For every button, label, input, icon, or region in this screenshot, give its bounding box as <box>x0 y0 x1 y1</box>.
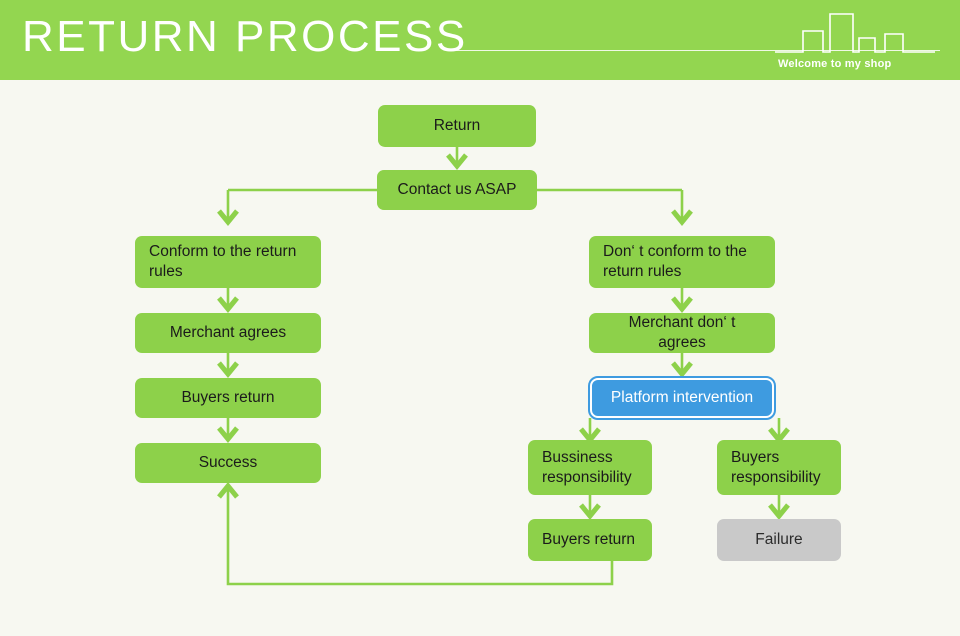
arrowhead-loop-success <box>217 482 239 499</box>
arrowhead-buyersret-r <box>579 503 601 520</box>
arrowhead-merchdisagree <box>671 296 693 313</box>
node-buyers-responsibility[interactable]: Buyers responsibility <box>717 440 841 495</box>
node-failure[interactable]: Failure <box>717 519 841 561</box>
arrowhead-success <box>217 426 239 443</box>
arrowhead-busresp <box>579 427 601 444</box>
page-title: RETURN PROCESS <box>22 12 468 61</box>
header-divider-line <box>450 50 940 51</box>
node-contact-us-asap[interactable]: Contact us ASAP <box>377 170 537 210</box>
node-failure-label: Failure <box>755 531 803 548</box>
node-conform-to-return-rules-label: Conform to the return rules <box>149 243 297 280</box>
node-return[interactable]: Return <box>378 105 536 147</box>
node-merchant-dont-agrees[interactable]: Merchant don‘ t agrees <box>589 313 775 353</box>
node-return-label: Return <box>433 117 481 134</box>
header-tagline: Welcome to my shop <box>778 58 892 70</box>
node-conform-to-return-rules[interactable]: Conform to the return rules <box>135 236 321 288</box>
node-success[interactable]: Success <box>135 443 321 483</box>
arrowhead-buyerresp <box>768 427 790 444</box>
node-platform-intervention[interactable]: Platform intervention <box>588 376 776 420</box>
node-dont-conform-to-return-rules[interactable]: Don‘ t conform to the return rules <box>589 236 775 288</box>
node-buyers-return-left-label: Buyers return <box>181 389 275 406</box>
node-contact-us-asap-label: Contact us ASAP <box>397 181 517 198</box>
node-merchant-dont-agrees-label: Merchant don‘ t agrees <box>628 314 736 351</box>
node-buyers-return-left[interactable]: Buyers return <box>135 378 321 418</box>
node-buyers-return-right-label: Buyers return <box>542 531 636 548</box>
node-merchant-agrees[interactable]: Merchant agrees <box>135 313 321 353</box>
arrowhead-conform <box>217 209 239 226</box>
node-platform-intervention-label: Platform intervention <box>610 389 754 406</box>
arrowhead-notconform <box>671 209 693 226</box>
arrowhead-platform <box>671 361 693 378</box>
node-merchant-agrees-label: Merchant agrees <box>169 324 287 341</box>
skyline-bars-icon <box>775 13 935 53</box>
page-header: RETURN PROCESS Welcome to my shop <box>0 0 960 80</box>
arrowhead-failure <box>768 503 790 520</box>
arrowhead-merchagrees <box>217 296 239 313</box>
arrowhead-buyersret-l <box>217 361 239 378</box>
node-dont-conform-to-return-rules-label: Don‘ t conform to the return rules <box>603 243 747 280</box>
node-success-label: Success <box>198 454 258 471</box>
node-buyers-return-right[interactable]: Buyers return <box>528 519 652 561</box>
node-bussiness-responsibility[interactable]: Bussiness responsibility <box>528 440 652 495</box>
node-buyers-responsibility-label: Buyers responsibility <box>731 448 821 486</box>
node-bussiness-responsibility-label: Bussiness responsibility <box>542 448 632 486</box>
arrowhead-contact <box>446 153 468 170</box>
